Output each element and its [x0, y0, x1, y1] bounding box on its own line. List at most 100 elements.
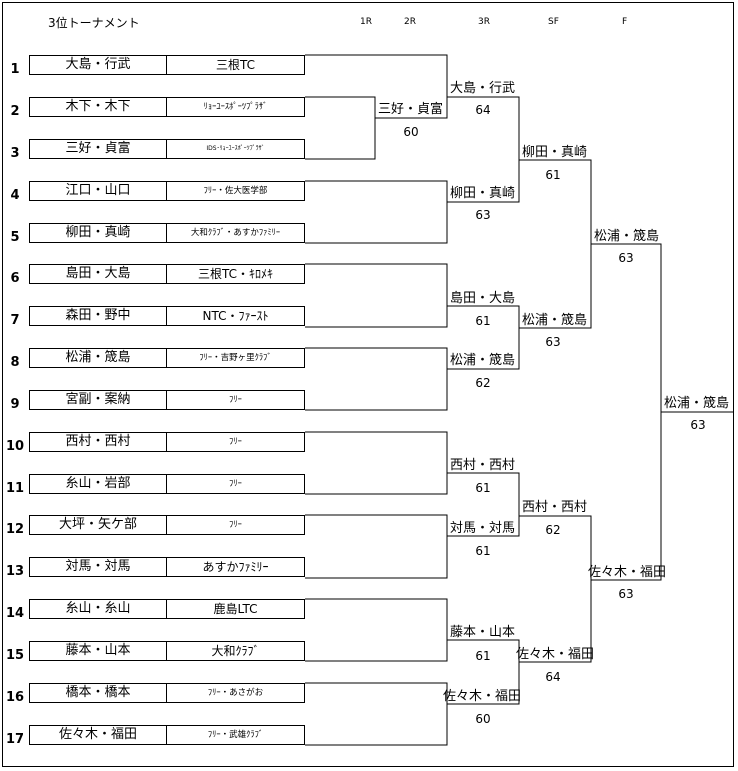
club-name: あすかﾌｧﾐﾘｰ — [202, 560, 269, 574]
entry-row: 糸山・岩部 ﾌﾘｰ — [29, 474, 305, 494]
round-header-1r: 1R — [360, 17, 372, 27]
final-score: 63 — [690, 418, 706, 432]
round3-score: 61 — [475, 544, 491, 558]
entry-row: 木下・木下 ﾘｮｰﾕｰｽﾎﾟｰﾂﾌﾟﾗｻﾞ — [29, 97, 305, 117]
club-name: ﾌﾘｰ・あさがお — [207, 688, 264, 698]
round3-score: 61 — [475, 314, 491, 328]
semifinal-score: 63 — [618, 587, 634, 601]
entry-row: 対馬・対馬 あすかﾌｧﾐﾘｰ — [29, 557, 305, 577]
club-name: ﾌﾘｰ — [229, 437, 242, 447]
player-names: 三好・貞富 — [30, 140, 167, 158]
club-name: ﾌﾘｰ — [229, 479, 242, 489]
quarterfinal-score: 63 — [545, 335, 561, 349]
club-name: IDS･ﾘｮｰﾕｰｽﾎﾟｰﾂﾌﾟﾗｻﾞ — [206, 145, 265, 152]
player-names: 大坪・矢ケ部 — [30, 516, 167, 534]
club-name: ﾘｮｰﾕｰｽﾎﾟｰﾂﾌﾟﾗｻﾞ — [203, 102, 268, 112]
entry-row: 橋本・橋本 ﾌﾘｰ・あさがお — [29, 683, 305, 703]
entry-number: 8 — [10, 355, 20, 370]
final-winner: 松浦・筬島 — [664, 396, 730, 411]
player-names: 江口・山口 — [30, 182, 167, 200]
semifinal-winner: 佐々木・福田 — [588, 565, 667, 580]
quarterfinal-score: 64 — [545, 670, 561, 684]
round3-winner: 佐々木・福田 — [443, 689, 522, 704]
round3-score: 64 — [475, 103, 491, 117]
round2-winner: 三好・貞富 — [378, 102, 444, 117]
quarterfinal-winner: 柳田・真崎 — [522, 145, 588, 160]
entry-number: 10 — [5, 439, 25, 454]
entry-number: 16 — [5, 690, 25, 705]
quarterfinal-winner: 松浦・筬島 — [522, 313, 588, 328]
player-names: 島田・大島 — [30, 265, 167, 283]
entry-number: 3 — [10, 146, 20, 161]
entry-row: 糸山・糸山 鹿島LTC — [29, 599, 305, 619]
round3-winner: 対馬・対馬 — [450, 521, 516, 536]
player-names: 佐々木・福田 — [30, 726, 167, 744]
club-name: ﾌﾘｰ・武雄ｸﾗﾌﾞ — [207, 730, 264, 740]
entry-row: 大島・行武 三根TC — [29, 55, 305, 75]
round-header-2r: 2R — [404, 17, 416, 27]
entry-row: 森田・野中 NTC・ﾌｧｰｽﾄ — [29, 306, 305, 326]
player-names: 橋本・橋本 — [30, 684, 167, 702]
player-names: 藤本・山本 — [30, 642, 167, 660]
round3-score: 61 — [475, 649, 491, 663]
club-name: ﾌﾘｰ・吉野ヶ里ｸﾗﾌﾞ — [199, 353, 272, 363]
player-names: 対馬・対馬 — [30, 558, 167, 576]
entry-number: 6 — [10, 271, 20, 286]
club-name: 大和ｸﾗﾌﾞ — [211, 644, 260, 658]
entry-number: 17 — [5, 732, 25, 747]
club-name: 鹿島LTC — [213, 602, 258, 616]
player-names: 西村・西村 — [30, 433, 167, 451]
player-names: 木下・木下 — [30, 98, 167, 116]
round3-score: 60 — [475, 712, 491, 726]
player-names: 松浦・筬島 — [30, 349, 167, 367]
entry-row: 三好・貞富 IDS･ﾘｮｰﾕｰｽﾎﾟｰﾂﾌﾟﾗｻﾞ — [29, 139, 305, 159]
entry-row: 西村・西村 ﾌﾘｰ — [29, 432, 305, 452]
entry-row: 藤本・山本 大和ｸﾗﾌﾞ — [29, 641, 305, 661]
semifinal-winner: 松浦・筬島 — [594, 229, 660, 244]
entry-number: 4 — [10, 188, 20, 203]
entry-row: 松浦・筬島 ﾌﾘｰ・吉野ヶ里ｸﾗﾌﾞ — [29, 348, 305, 368]
entry-number: 2 — [10, 104, 20, 119]
entry-number: 11 — [5, 481, 25, 496]
entry-number: 13 — [5, 564, 25, 579]
player-names: 柳田・真崎 — [30, 224, 167, 242]
club-name: ﾌﾘｰ・佐大医学部 — [203, 186, 268, 196]
round-header-sf: SF — [548, 17, 559, 27]
quarterfinal-score: 61 — [545, 168, 561, 182]
page-title: 3位トーナメント — [48, 16, 140, 30]
round2-score: 60 — [403, 125, 419, 139]
round3-score: 63 — [475, 208, 491, 222]
entry-row: 佐々木・福田 ﾌﾘｰ・武雄ｸﾗﾌﾞ — [29, 725, 305, 745]
player-names: 大島・行武 — [30, 56, 167, 74]
round3-winner: 柳田・真崎 — [450, 186, 516, 201]
round3-score: 61 — [475, 481, 491, 495]
player-names: 糸山・糸山 — [30, 600, 167, 618]
club-name: 大和ｸﾗﾌﾞ・あすかﾌｧﾐﾘｰ — [190, 228, 281, 238]
entry-number: 15 — [5, 648, 25, 663]
entry-number: 14 — [5, 606, 25, 621]
round3-winner: 島田・大島 — [450, 291, 516, 306]
entry-number: 7 — [10, 313, 20, 328]
round3-score: 62 — [475, 376, 491, 390]
entry-number: 5 — [10, 230, 20, 245]
entry-number: 1 — [10, 62, 20, 77]
round3-winner: 西村・西村 — [450, 458, 516, 473]
club-name: ﾌﾘｰ — [229, 395, 242, 405]
entry-number: 12 — [5, 522, 25, 537]
round3-winner: 藤本・山本 — [450, 625, 516, 640]
entry-row: 大坪・矢ケ部 ﾌﾘｰ — [29, 515, 305, 535]
round3-winner: 松浦・筬島 — [450, 353, 516, 368]
club-name: 三根TC・ｷﾛﾒｷ — [197, 267, 273, 281]
entry-row: 柳田・真崎 大和ｸﾗﾌﾞ・あすかﾌｧﾐﾘｰ — [29, 223, 305, 243]
entry-number: 9 — [10, 397, 20, 412]
player-names: 糸山・岩部 — [30, 475, 167, 493]
club-name: ﾌﾘｰ — [229, 520, 242, 530]
player-names: 森田・野中 — [30, 307, 167, 325]
club-name: 三根TC — [215, 58, 255, 72]
entry-row: 宮副・案納 ﾌﾘｰ — [29, 390, 305, 410]
round-header-f: F — [622, 17, 628, 27]
quarterfinal-winner: 佐々木・福田 — [516, 647, 595, 662]
round3-winner: 大島・行武 — [450, 81, 516, 96]
